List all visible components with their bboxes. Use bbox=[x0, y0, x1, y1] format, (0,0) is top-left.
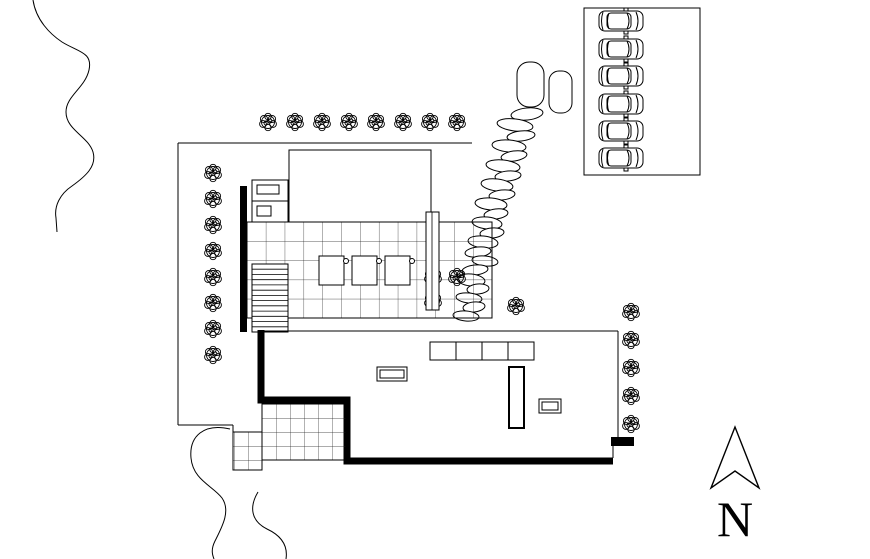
car-icon bbox=[598, 117, 644, 145]
terrace-furniture bbox=[318, 255, 345, 286]
furniture-knob bbox=[376, 258, 382, 264]
parking-lot bbox=[583, 7, 701, 176]
thick-wall bbox=[611, 437, 634, 446]
drawing-root: N bbox=[32, 0, 761, 559]
shrub-icon bbox=[622, 358, 640, 378]
shrub-icon bbox=[448, 112, 466, 132]
partition-wall bbox=[508, 366, 525, 429]
stepping-stone bbox=[496, 118, 534, 132]
stepping-stone bbox=[488, 189, 516, 201]
furniture-knob bbox=[409, 258, 415, 264]
shrub-icon bbox=[394, 112, 412, 132]
patio-paving-grid bbox=[232, 431, 263, 471]
thick-wall bbox=[240, 186, 247, 332]
car-icon bbox=[598, 35, 644, 63]
terrace-furniture bbox=[351, 255, 378, 286]
terrain-contour bbox=[190, 427, 231, 559]
fixture bbox=[256, 184, 280, 195]
stepping-stone bbox=[548, 70, 573, 114]
side-table bbox=[541, 401, 559, 411]
terrain-contour bbox=[252, 491, 287, 559]
shrub-icon bbox=[313, 112, 331, 132]
car-icon bbox=[598, 7, 644, 35]
shrub-icon bbox=[204, 293, 222, 313]
shrub-icon bbox=[204, 163, 222, 183]
shrub-icon bbox=[259, 112, 277, 132]
shrub-icon bbox=[204, 267, 222, 287]
furniture-knob bbox=[343, 258, 349, 264]
glazed-wall bbox=[425, 211, 440, 311]
car-icon bbox=[598, 144, 644, 172]
roof-outline bbox=[288, 149, 432, 223]
shrub-icon bbox=[204, 215, 222, 235]
shrub-icon bbox=[421, 112, 439, 132]
car-icon bbox=[598, 90, 644, 118]
north-label: N bbox=[717, 491, 753, 547]
shrub-icon bbox=[204, 345, 222, 365]
shrub-icon bbox=[286, 112, 304, 132]
fixture bbox=[256, 205, 272, 217]
shrub-icon bbox=[340, 112, 358, 132]
shrub-icon bbox=[204, 189, 222, 209]
patio-paving-grid bbox=[261, 403, 347, 461]
shrub-icon bbox=[622, 302, 640, 322]
table bbox=[379, 369, 405, 379]
north-arrow-icon bbox=[709, 425, 761, 490]
thick-wall bbox=[257, 330, 613, 465]
stepping-stone bbox=[510, 107, 544, 121]
shrub-icon bbox=[507, 296, 525, 316]
terrace-furniture bbox=[384, 255, 411, 286]
shrub-icon bbox=[622, 386, 640, 406]
shrub-icon bbox=[367, 112, 385, 132]
stepping-stone bbox=[494, 170, 522, 182]
shrub-icon bbox=[204, 241, 222, 261]
stepping-stone bbox=[516, 61, 545, 108]
shrub-icon bbox=[622, 414, 640, 434]
staircase bbox=[251, 263, 289, 333]
car-icon bbox=[598, 62, 644, 90]
stepping-stone bbox=[506, 130, 536, 142]
stepping-stone bbox=[500, 150, 528, 162]
shrub-icon bbox=[204, 319, 222, 339]
terrain-contour bbox=[32, 0, 95, 233]
shrub-icon bbox=[622, 330, 640, 350]
